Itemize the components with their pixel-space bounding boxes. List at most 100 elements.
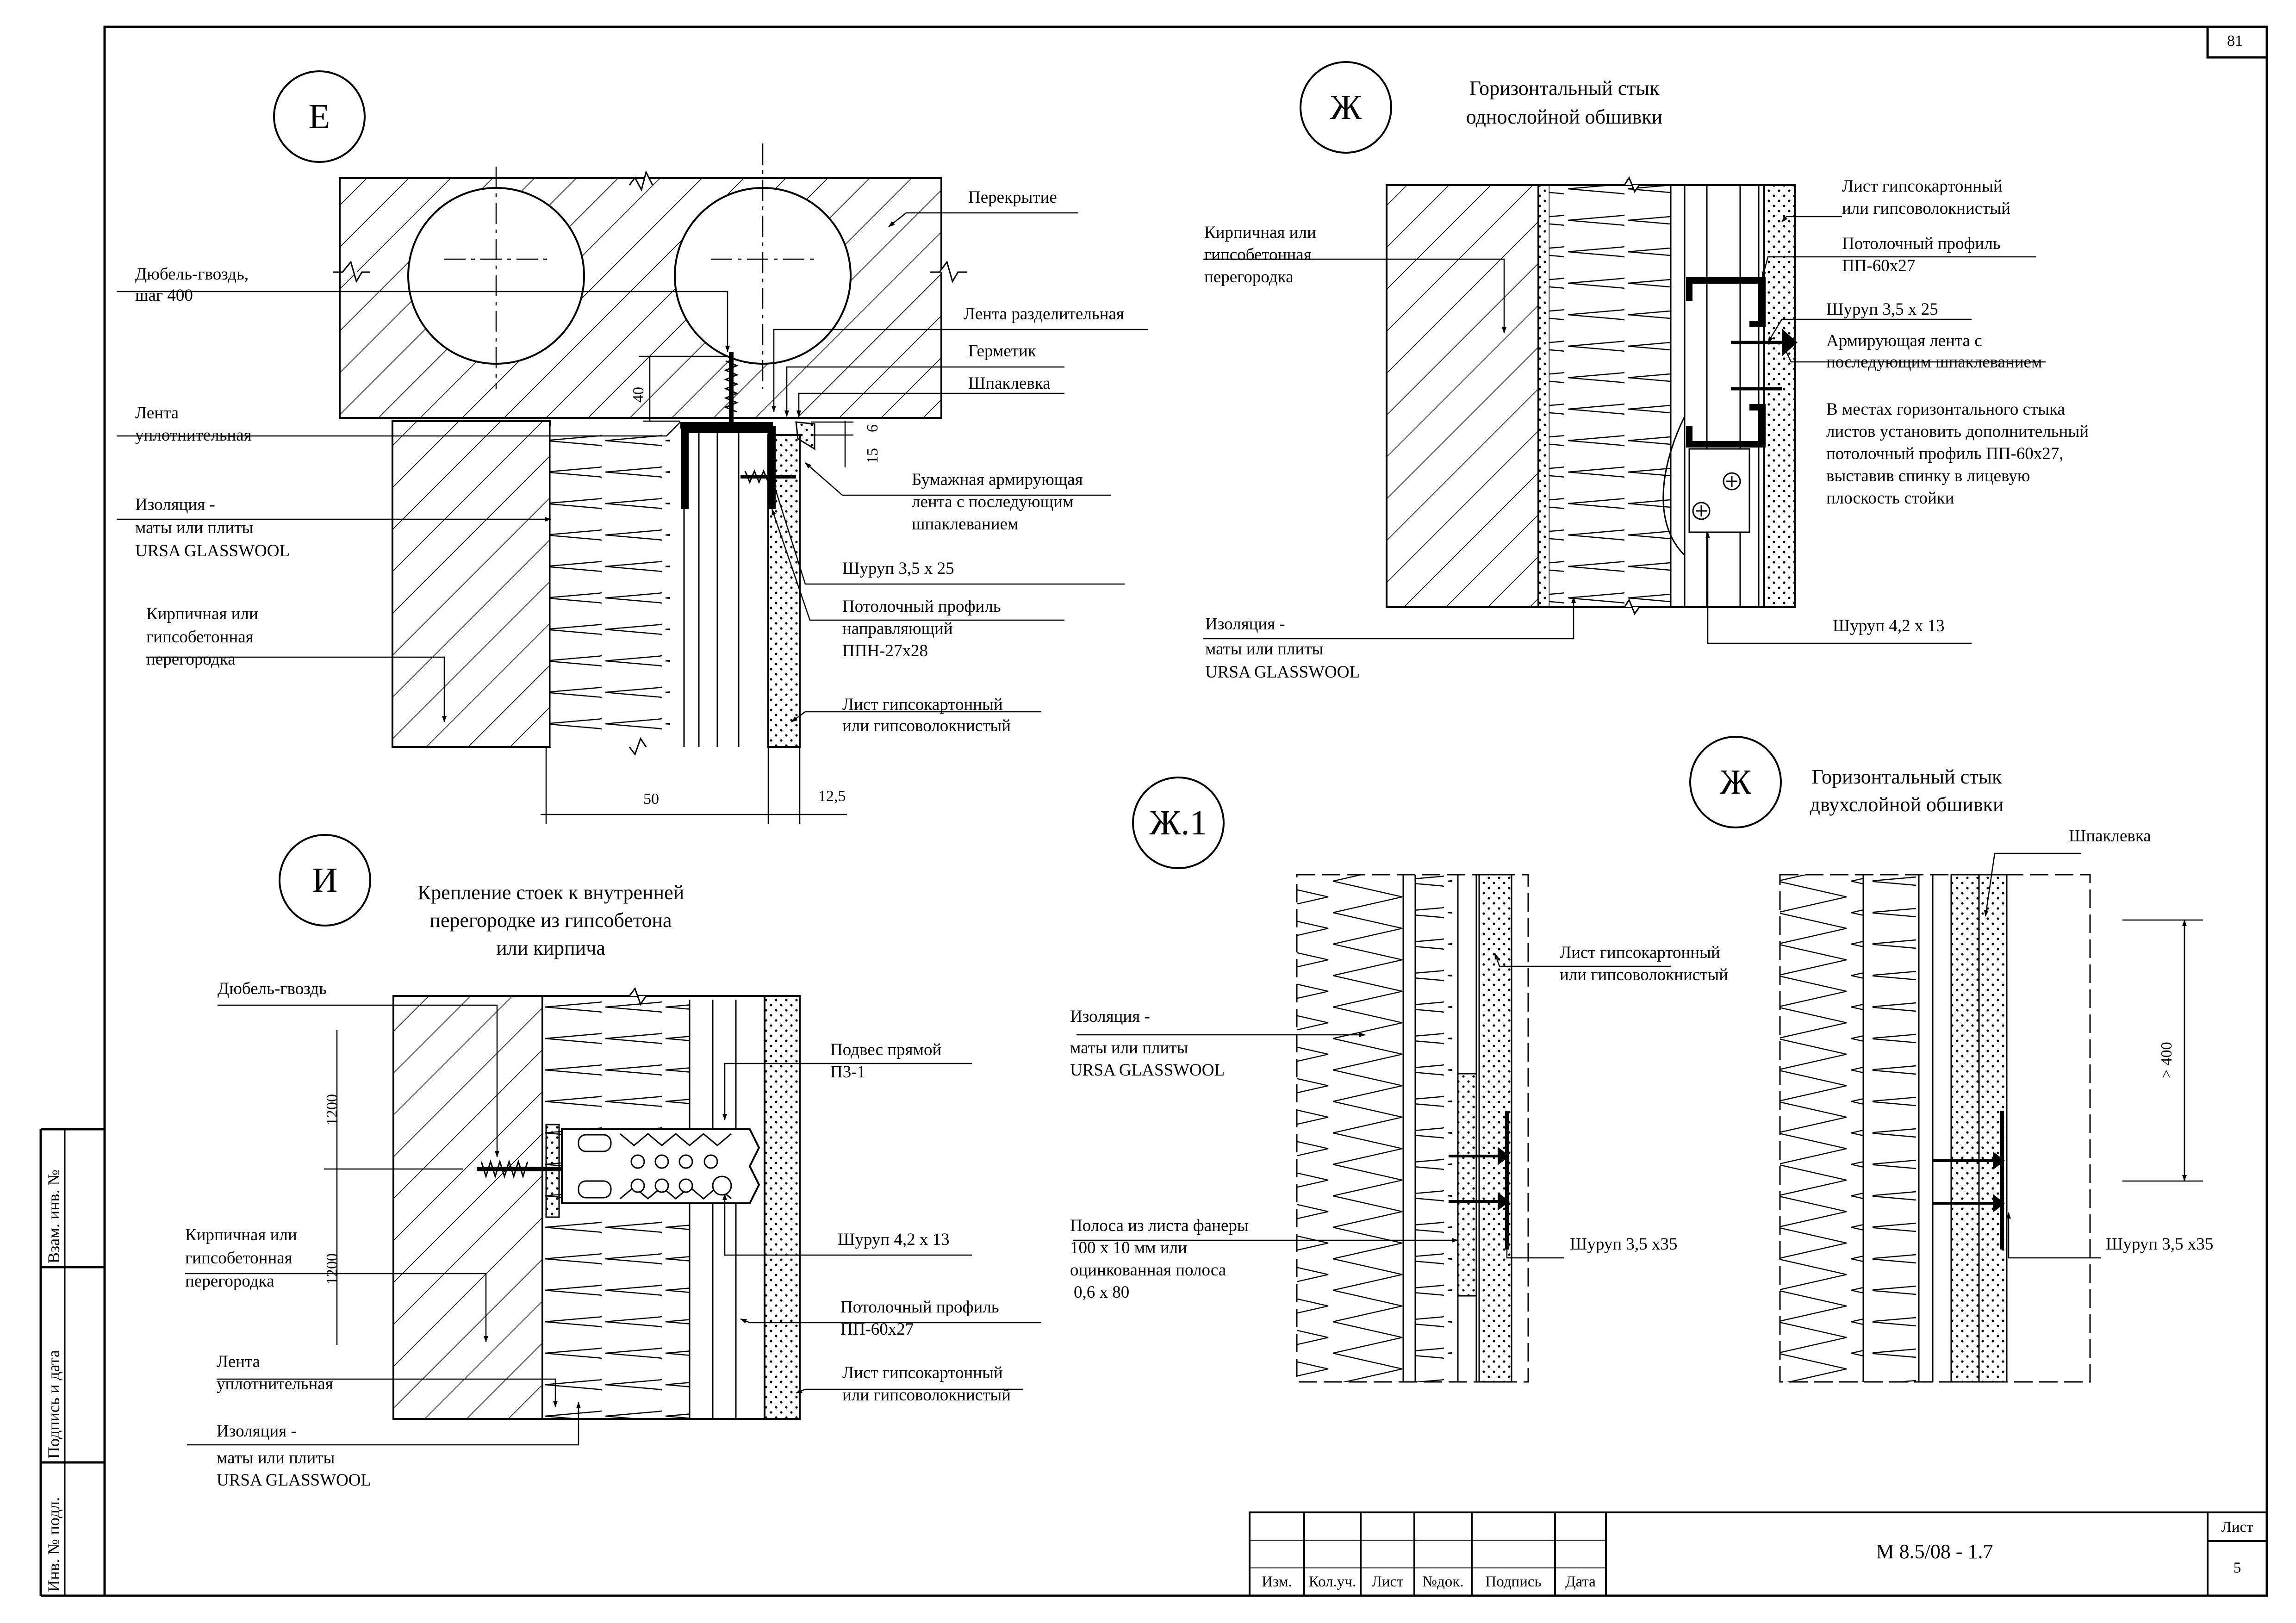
label-i-lenta-1: Лента: [217, 1352, 261, 1371]
label-zh-izol-1: Изоляция -: [1205, 615, 1285, 634]
dim-40: 40: [630, 387, 647, 403]
label-zh-izol-3: URSA GLASSWOOL: [1205, 663, 1360, 682]
label-bum-2: лента с последующим: [912, 492, 1074, 511]
tb-izm: Изм.: [1262, 1573, 1292, 1590]
label-kirp-e-3: перегородка: [146, 650, 236, 669]
detail-zh-mark: Ж: [1300, 61, 1392, 154]
label-shurup-e: Шуруп 3,5 х 25: [842, 559, 954, 578]
zh2-title-1: Горизонтальный стык: [1811, 765, 2002, 788]
dim-12-5: 12,5: [818, 788, 846, 805]
zh2-title-2: двухслойной обшивки: [1810, 793, 2004, 816]
label-kirp-e-1: Кирпичная или: [146, 604, 258, 623]
label-zh-note-5: плоскость стойки: [1826, 489, 1954, 508]
label-shpaklevka: Шпаклевка: [968, 374, 1051, 393]
stamp-vzam: Взам. инв. №: [44, 1169, 63, 1263]
label-zh1-izol-3: URSA GLASSWOOL: [1070, 1061, 1225, 1080]
stamp-podpis: Подпись и дата: [44, 1350, 63, 1459]
dim-6: 6: [864, 424, 881, 432]
label-izol-1: Изоляция -: [135, 495, 215, 514]
label-zh-arm-2: последующим шпаклеванием: [1826, 353, 2042, 372]
label-zh1-shurup: Шуруп 3,5 х35: [1570, 1235, 1678, 1254]
label-i-podves-1: Подвес прямой: [830, 1040, 942, 1059]
detail-zh-single: [1203, 176, 2046, 644]
label-zh1-pol-4: 0,6 х 80: [1074, 1283, 1130, 1302]
label-i-prof-2: ПП-60х27: [840, 1320, 914, 1339]
detail-e-mark: Е: [273, 70, 366, 163]
detail-i-mark: И: [279, 834, 371, 927]
label-zh-shurup: Шуруп 3,5 х 25: [1826, 300, 1938, 319]
label-prof-e-1: Потолочный профиль: [842, 597, 1001, 616]
label-prof-e-3: ППН-27х28: [842, 641, 928, 660]
detail-zh-double: [1779, 852, 2203, 1383]
dim-1200-b: 1200: [324, 1253, 341, 1285]
label-i-list-2: или гипсоволокнистый: [842, 1386, 1011, 1405]
label-lenta-upl-2: уплотнительная: [135, 426, 252, 445]
label-bum-3: шпаклеванием: [912, 515, 1019, 534]
label-zh-note-4: выставив спинку в лицевую: [1826, 466, 2030, 485]
label-zh1-list-1: Лист гипсокартонный: [1560, 943, 1720, 962]
label-zh-note-1: В местах горизонтального стыка: [1826, 400, 2065, 419]
label-zh-kirp-1: Кирпичная или: [1204, 223, 1316, 242]
label-zh-kirp-3: перегородка: [1204, 267, 1294, 286]
dim-50: 50: [643, 790, 659, 808]
i-title-2: перегородке из гипсобетона: [429, 909, 672, 932]
label-zh1-pol-2: 100 х 10 мм или: [1070, 1238, 1187, 1257]
label-i-izol-3: URSA GLASSWOOL: [217, 1471, 372, 1490]
label-dubel-1: Дюбель-гвоздь,: [135, 265, 249, 284]
label-perekrytie: Перекрытие: [968, 188, 1057, 207]
label-zh1-pol-3: оцинкованная полоса: [1070, 1261, 1226, 1280]
i-title-3: или кирпича: [496, 937, 605, 959]
label-zh-arm-1: Армирующая лента с: [1826, 331, 1982, 350]
label-i-kirp-3: перегородка: [185, 1272, 274, 1291]
label-i-shurup: Шуруп 4,2 х 13: [838, 1230, 950, 1249]
label-i-kirp-2: гипсобетонная: [185, 1249, 292, 1268]
detail-i: [185, 987, 1041, 1446]
label-zh1-izol-2: маты или плиты: [1070, 1038, 1188, 1057]
tb-podpis: Подпись: [1485, 1573, 1542, 1590]
sheet-label: Лист: [2221, 1519, 2253, 1536]
label-lenta-razd: Лента разделительная: [964, 305, 1124, 323]
tb-data: Дата: [1565, 1573, 1596, 1590]
dim-400: > 400: [2158, 1042, 2175, 1078]
label-zh-prof-2: ПП-60х27: [1842, 256, 1916, 275]
label-i-kirp-1: Кирпичная или: [185, 1225, 297, 1244]
dim-15: 15: [864, 448, 881, 464]
label-dubel-2: шаг 400: [135, 286, 193, 305]
i-title-1: Крепление стоек к внутренней: [417, 881, 684, 904]
label-zh1-list-2: или гипсоволокнистый: [1560, 965, 1729, 984]
label-i-dubel: Дюбель-гвоздь: [218, 979, 327, 998]
page-number: 81: [2227, 32, 2243, 50]
label-i-izol-2: маты или плиты: [217, 1449, 335, 1468]
detail-zh1: [1073, 874, 1671, 1383]
label-list-e-1: Лист гипсокартонный: [842, 695, 1003, 714]
label-zh-list-1: Лист гипсокартонный: [1842, 177, 2003, 196]
tb-list: Лист: [1371, 1573, 1404, 1590]
designation: М 8.5/08 - 1.7: [1876, 1540, 1993, 1563]
label-zh1-pol-1: Полоса из листа фанеры: [1070, 1216, 1249, 1235]
label-lenta-upl-1: Лента: [135, 404, 179, 423]
label-zh-kirp-2: гипсобетонная: [1204, 245, 1312, 264]
tb-ndok: №док.: [1422, 1573, 1464, 1590]
zh-title-1: Горизонтальный стык: [1469, 77, 1660, 99]
tb-koluch: Кол.уч.: [1308, 1573, 1356, 1590]
zh-title-2: однослойной обшивки: [1466, 106, 1663, 128]
title-block: [1249, 1511, 2268, 1597]
label-zh-izol-2: маты или плиты: [1205, 640, 1324, 659]
label-zh2-shpak: Шпаклевка: [2069, 827, 2151, 846]
label-izol-3: URSA GLASSWOOL: [135, 541, 290, 560]
label-germetik: Герметик: [968, 342, 1036, 361]
label-prof-e-2: направляющий: [842, 619, 953, 638]
label-i-list-1: Лист гипсокартонный: [842, 1363, 1003, 1382]
drawing-frame: [39, 25, 2268, 1597]
stamp-inv: Инв. № подл.: [44, 1497, 63, 1592]
dim-1200-a: 1200: [324, 1094, 341, 1126]
label-zh-shurup-2: Шуруп 4,2 х 13: [1833, 616, 1945, 635]
label-i-izol-1: Изоляция -: [217, 1422, 297, 1441]
label-i-lenta-2: уплотнительная: [217, 1374, 333, 1393]
label-kirp-e-2: гипсобетонная: [146, 628, 254, 647]
sheet-number: 5: [2233, 1560, 2241, 1576]
label-zh2-shurup: Шуруп 3,5 х35: [2106, 1235, 2214, 1254]
label-zh-prof-1: Потолочный профиль: [1842, 234, 2001, 253]
label-zh-note-2: листов установить дополнительный: [1826, 422, 2089, 441]
